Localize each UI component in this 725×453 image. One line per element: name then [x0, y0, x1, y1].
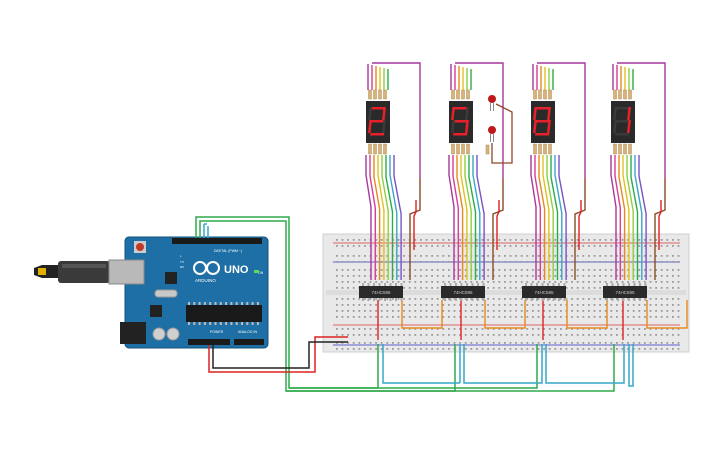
seven-segment-display-4[interactable]: 1	[610, 62, 688, 340]
seven-segment-display-3[interactable]: 8	[530, 62, 608, 340]
segment-c	[627, 120, 631, 133]
segment-f	[368, 107, 372, 120]
usb-cable-icon	[34, 261, 110, 283]
segment-d	[615, 133, 630, 136]
segment-e	[368, 120, 372, 133]
segment-c	[547, 120, 551, 133]
segment-b	[627, 107, 631, 120]
segment-e	[613, 120, 617, 133]
segment-d	[370, 133, 385, 136]
segment-c	[382, 120, 386, 133]
segment-d	[453, 133, 468, 136]
display-digit-value: 5	[490, 124, 491, 126]
segment-b	[382, 107, 386, 120]
arduino-infinity-logo-icon	[193, 261, 220, 275]
segment-e	[533, 120, 537, 133]
shift-register-chip-4[interactable]: 74HC595	[603, 283, 647, 301]
shift-register-chip-1[interactable]: 74HC595	[359, 283, 403, 301]
segment-a	[535, 107, 550, 110]
display-digit-value: 2	[407, 124, 408, 126]
seven-segment-display-2[interactable]: 5	[448, 62, 526, 340]
power-label: POWER	[210, 330, 224, 334]
led-icon[interactable]	[485, 95, 513, 164]
chip-label: 74HC595	[371, 290, 391, 295]
wires	[195, 216, 634, 392]
segment-f	[533, 107, 537, 120]
segment-a	[615, 107, 630, 110]
segment-g	[370, 120, 385, 123]
segment-a	[453, 107, 468, 110]
segment-c	[465, 120, 469, 133]
model-label: UNO	[224, 264, 249, 276]
segment-e	[451, 120, 455, 133]
segment-b	[465, 107, 469, 120]
l-label: L	[180, 254, 182, 258]
tx-label: TX	[180, 260, 184, 264]
display-digit-value: 8	[572, 124, 573, 126]
segment-f	[613, 107, 617, 120]
analog-label: ANALOG IN	[238, 330, 258, 334]
arduino-uno-board[interactable]: UNO ARDUINO DIGITAL (PWM ~) POWER ANALOG…	[34, 236, 269, 349]
segment-g	[535, 120, 550, 123]
shift-register-chip-3[interactable]: 74HC595	[522, 283, 566, 301]
segment-g	[615, 120, 630, 123]
brand-label: ARDUINO	[195, 278, 216, 283]
chip-label: 74HC595	[615, 290, 635, 295]
segment-a	[370, 107, 385, 110]
display-digit-value: 1	[652, 124, 653, 126]
chip-label: 74HC595	[453, 290, 473, 295]
shift-register-chip-2[interactable]: 74HC595	[441, 283, 485, 301]
segment-b	[547, 107, 551, 120]
segment-f	[451, 107, 455, 120]
atmega-pins	[188, 302, 259, 325]
rx-label: RX	[180, 265, 184, 269]
shift-register-chips: 74HC595 74HC595 74HC595 74HC595	[359, 283, 647, 301]
chip-label: 74HC595	[534, 290, 554, 295]
digital-header-label: DIGITAL (PWM ~)	[214, 249, 242, 253]
on-label: ON	[258, 271, 264, 275]
segment-d	[535, 133, 550, 136]
segment-g	[453, 120, 468, 123]
display-modules: 2 5 8 1	[365, 62, 688, 340]
seven-segment-display-1[interactable]: 2	[365, 62, 443, 340]
